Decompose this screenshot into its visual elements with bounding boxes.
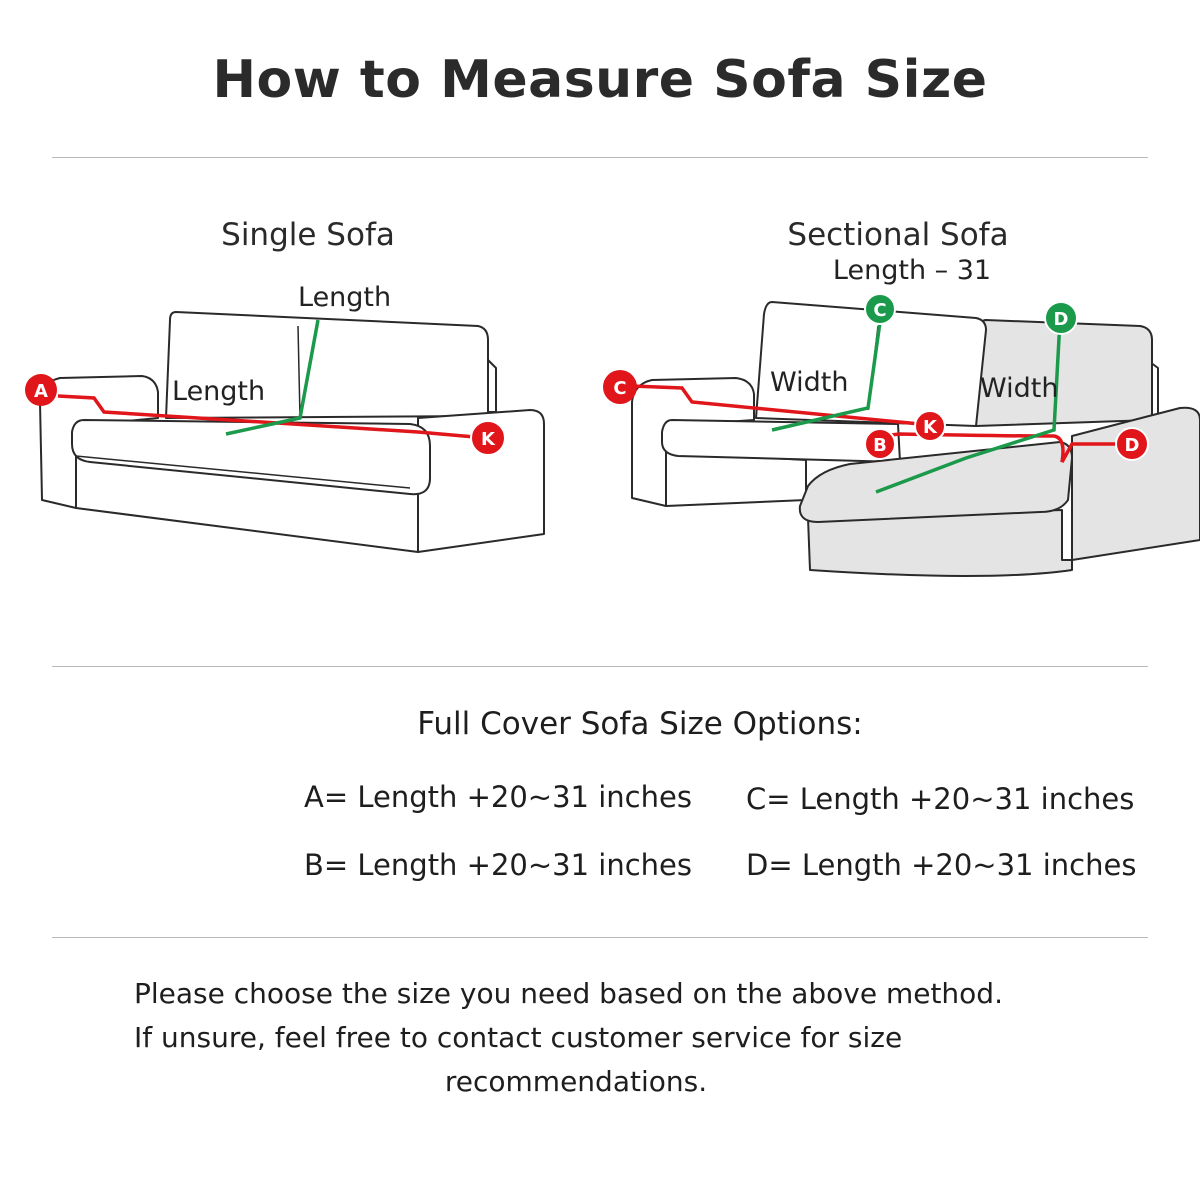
footer-line-3: recommendations.	[444, 1065, 708, 1098]
marker-b-icon: B	[864, 428, 896, 460]
size-option-b: B= Length +20~31 inches	[304, 848, 692, 882]
svg-text:B: B	[873, 435, 887, 456]
size-options-heading: Full Cover Sofa Size Options:	[417, 706, 863, 742]
divider-top	[52, 157, 1148, 158]
marker-d-top-icon: D	[1044, 301, 1078, 335]
sectional-width-left-label: Width	[770, 367, 848, 398]
single-sofa-measure-lines	[57, 319, 487, 440]
sectional-sofa-drawing	[631, 301, 1200, 577]
sectional-sofa-title: Sectional Sofa	[787, 217, 1008, 253]
svg-text:C: C	[613, 378, 626, 399]
marker-d-right-icon: D	[1115, 427, 1149, 461]
single-sofa-drawing	[39, 311, 545, 553]
svg-text:K: K	[481, 429, 496, 450]
single-sofa-title: Single Sofa	[221, 217, 395, 253]
svg-text:D: D	[1125, 435, 1140, 456]
single-sofa-length-seat-label: Length	[172, 376, 265, 407]
marker-c-left-icon: C	[603, 370, 637, 404]
sectional-width-right-label: Width	[980, 373, 1058, 404]
svg-text:C: C	[873, 300, 886, 321]
divider-bottom	[52, 937, 1148, 938]
marker-k-sectional-icon: K	[914, 410, 946, 442]
divider-middle	[52, 666, 1148, 667]
single-sofa-length-top-label: Length	[298, 282, 391, 313]
sectional-sofa-subtitle: Length – 31	[833, 255, 991, 286]
marker-c-top-icon: C	[864, 293, 896, 325]
size-option-a: A= Length +20~31 inches	[304, 780, 692, 814]
svg-text:A: A	[34, 381, 48, 402]
marker-k-icon: K	[470, 420, 506, 456]
size-option-c: C= Length +20~31 inches	[746, 782, 1135, 816]
footer-line-2: If unsure, feel free to contact customer…	[134, 1021, 903, 1054]
page-title: How to Measure Sofa Size	[212, 50, 988, 110]
marker-a-icon: A	[25, 374, 57, 406]
svg-text:K: K	[923, 417, 938, 438]
size-option-d: D= Length +20~31 inches	[746, 848, 1137, 882]
svg-text:D: D	[1054, 309, 1069, 330]
footer-line-1: Please choose the size you need based on…	[134, 977, 1003, 1010]
